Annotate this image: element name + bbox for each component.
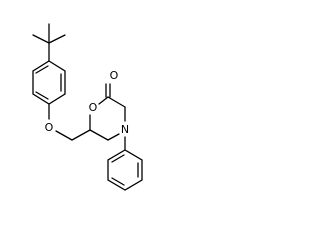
bond-ring-c5-c6 (89, 129, 109, 141)
bond-ether-oxygen-methylene (55, 130, 73, 141)
n-phenyl-group (107, 136, 143, 191)
phenyl-ring-outline (107, 149, 143, 191)
phenyl-double-bond-2 (111, 177, 125, 186)
ring-oxygen-label: O (89, 101, 98, 114)
ring-nitrogen-label: N (121, 123, 129, 136)
phenylene-ring-outline (32, 60, 66, 105)
phenyl-double-bond-3 (111, 154, 125, 163)
bond-methyl-left (32, 34, 50, 44)
bond-ring-o1-c2 (98, 96, 109, 105)
molecule-canvas: O O N O (32, 23, 143, 191)
para-phenylene-ring (32, 60, 66, 105)
tert-butyl-group (32, 23, 66, 62)
bond-methylene-ring (71, 129, 91, 141)
bond-ring-n4-c5 (107, 133, 120, 141)
bond-methyl-right (48, 34, 66, 44)
bond-ring-c2-c3 (107, 96, 126, 108)
phenylene-double-bond-2 (35, 91, 49, 100)
carbonyl-group: O (105, 69, 119, 98)
morpholinone-ring: O N (89, 96, 129, 141)
carbonyl-oxygen-label: O (110, 69, 119, 82)
phenylene-double-bond-3 (35, 65, 49, 74)
ether-oxygen-label: O (45, 121, 54, 134)
structure-diagram: O O N O (32, 23, 143, 191)
